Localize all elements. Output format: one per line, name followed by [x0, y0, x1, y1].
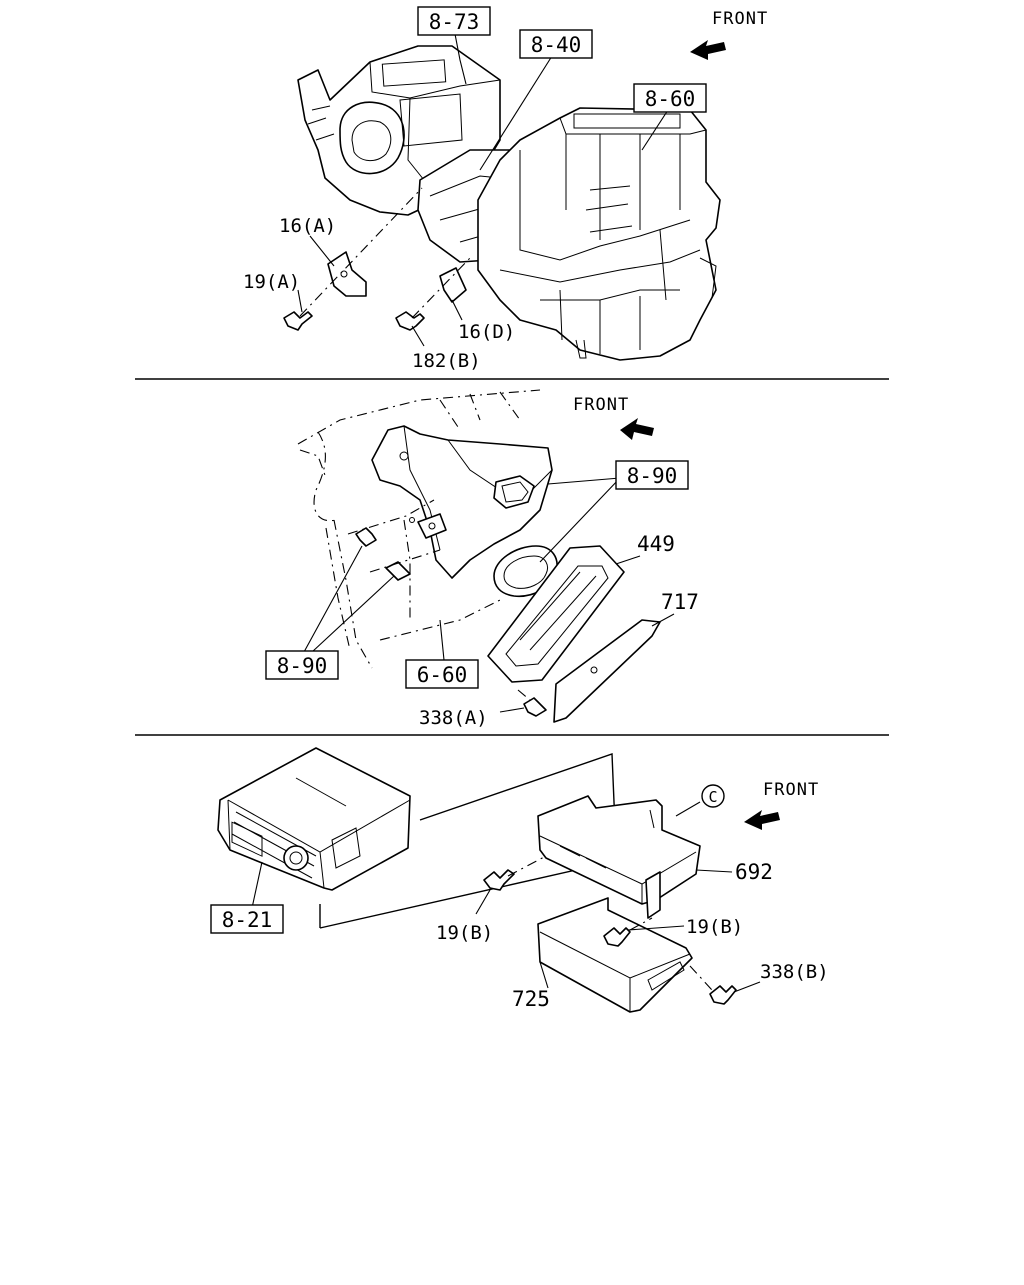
duct-8-90-outline [371, 425, 553, 579]
section-duct-glovebox: FRONT [265, 389, 699, 729]
part-label-19a: 19(A) [243, 271, 300, 293]
ref-8-21: 8-21 [222, 908, 273, 932]
ref-box-8-21 [210, 904, 284, 934]
part-label-338b: 338(B) [760, 961, 829, 983]
front-label-2: FRONT [573, 395, 629, 415]
glovebox-lid-717 [553, 619, 661, 723]
part-label-692: 692 [735, 860, 773, 884]
ref-8-90-top: 8-90 [627, 464, 678, 488]
reference-circle-c-label: C [708, 788, 717, 806]
screw-338a-icon [523, 697, 547, 717]
screw-left-lower-icon [385, 561, 411, 581]
screw-338b-icon [709, 985, 737, 1005]
front-arrow-2-icon [620, 418, 654, 440]
tray-725 [537, 897, 693, 1013]
part-label-16a: 16(A) [279, 215, 336, 237]
ref-8-90-left: 8-90 [277, 654, 328, 678]
part-label-449: 449 [637, 532, 675, 556]
ref-8-60: 8-60 [645, 87, 696, 111]
section-hvac-unit: FRONT [243, 6, 768, 372]
ref-8-73: 8-73 [429, 10, 480, 34]
screw-19b-left-icon [483, 869, 515, 891]
part-label-19b-right: 19(B) [686, 916, 743, 938]
part-label-182b: 182(B) [412, 350, 481, 372]
part-label-717: 717 [661, 590, 699, 614]
ref-box-8-90-left [265, 650, 339, 680]
part-label-725: 725 [512, 987, 550, 1011]
section-audio-bracket: FRONT [210, 747, 829, 1013]
front-arrow-3-icon [744, 810, 780, 830]
evaporator-case-outline [477, 107, 721, 361]
ref-box-8-90-top [615, 460, 689, 490]
audio-unit-8-21 [217, 747, 411, 891]
front-arrow-1-icon [690, 40, 726, 60]
front-label-1: FRONT [712, 9, 768, 29]
reference-circle-c [701, 784, 725, 808]
bracket-16d [439, 267, 467, 303]
front-label-3: FRONT [763, 780, 819, 800]
screw-19b-right-icon [603, 927, 631, 947]
ref-box-6-60 [405, 659, 479, 689]
ref-box-8-73 [417, 6, 491, 36]
part-label-19b-left: 19(B) [436, 922, 493, 944]
screw-left-upper-icon [355, 527, 377, 547]
screw-182b-icon [395, 311, 425, 331]
glovebox-frame-449 [487, 545, 625, 683]
bracket-692 [537, 795, 701, 905]
ref-6-60: 6-60 [417, 663, 468, 687]
ref-8-40: 8-40 [531, 33, 582, 57]
part-label-338a: 338(A) [419, 707, 488, 729]
ref-box-8-40 [519, 29, 593, 59]
screw-19a-icon [283, 311, 313, 331]
ref-box-8-60 [633, 83, 707, 113]
part-label-16d: 16(D) [458, 321, 515, 343]
